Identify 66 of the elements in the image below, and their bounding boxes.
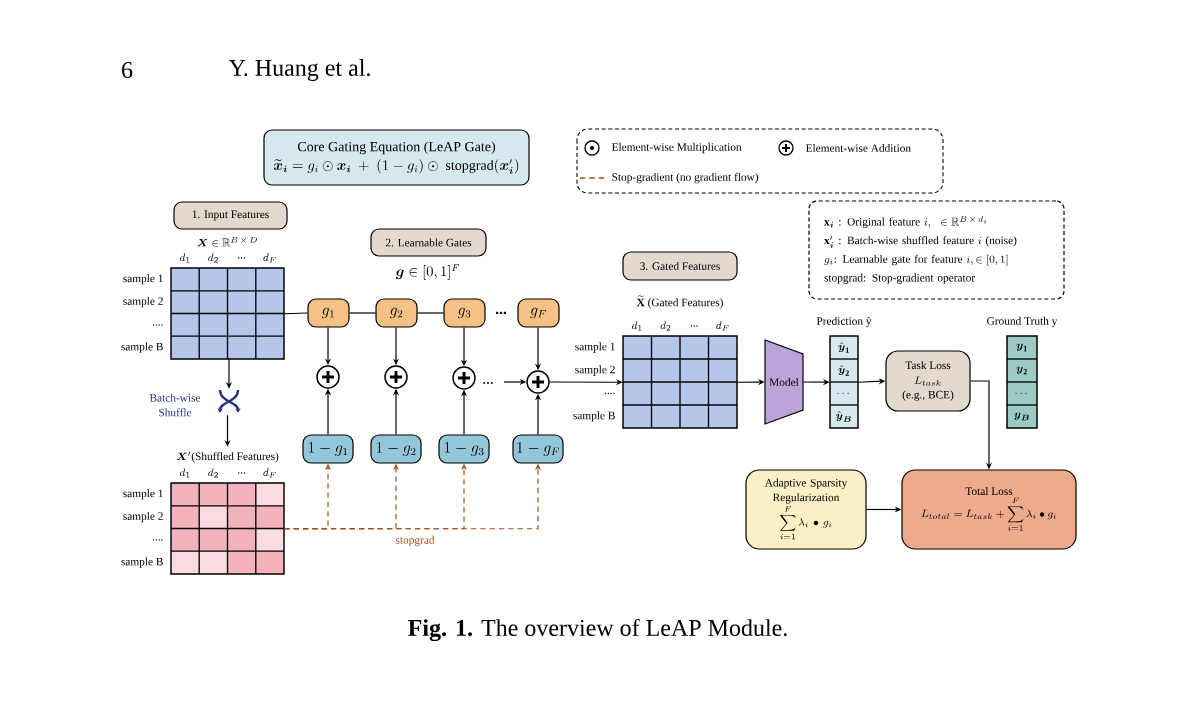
column-label: $d_F$	[263, 468, 276, 478]
column-label: $d_F$	[716, 321, 729, 331]
column-label: ...	[690, 325, 698, 327]
column-label: ...	[238, 257, 246, 259]
ellipsis: ...	[495, 311, 507, 315]
column-label: $d_1$	[631, 321, 642, 331]
column-label: $d_1$	[179, 468, 190, 478]
column-label: $d_F$	[263, 253, 276, 263]
row-label: sample 1	[123, 274, 163, 285]
complement-box: $1-g_2$	[370, 434, 422, 464]
gate-box: $g_3$	[443, 298, 486, 328]
row-label: sample B	[121, 342, 163, 353]
gate-box: $g_2$	[375, 298, 418, 328]
connector-line	[417, 312, 444, 314]
loss-box: Task Loss $L_{task}$ (e.g., BCE)	[885, 350, 971, 412]
total-loss-box: Total Loss $L_{total} = L_{task} + \sum_{i=1}^{F}\lambda_i\bullet g_i$	[901, 469, 1077, 550]
matrix-heading: $\boldsymbol{X}'\text{(Shuffled Features)}$	[176, 451, 279, 463]
ellipsis: ...	[483, 382, 493, 384]
column-label: $d_1$	[179, 253, 190, 263]
complement-box: $1-g_3$	[438, 434, 490, 464]
figure-caption: Fig. 1. The overview of LeAP Module.	[408, 618, 787, 642]
prediction-vector: $\hat{\boldsymbol{y}}_{\mathbf{1}}$ $\hat{\boldsymbol{y}}_{\mathbf{2}}$ $\cdots$ $\hat{\boldsymbol{y}}_{\boldsymbol{B}}$	[829, 335, 859, 429]
addition-symbol	[316, 365, 340, 389]
row-label: sample B	[121, 557, 163, 568]
row-label: sample 2	[575, 365, 615, 376]
legend-entry: Stop-gradient (no gradient flow)	[579, 172, 759, 184]
column-label: $d_2$	[660, 321, 671, 331]
row-label: sample 1	[575, 342, 615, 353]
matrix-heading: $\widetilde{\mathbf{X}}\ \text{(Gated Features)}$	[636, 295, 723, 309]
complement-box: $1-g_1$	[302, 434, 354, 464]
legend-entry: Element-wise Multiplication	[584, 140, 742, 156]
vector-heading: $\text{Prediction }\hat{\mathrm{y}}$	[816, 316, 872, 328]
column-label: $d_2$	[208, 253, 218, 263]
model-trapezoid: Model	[764, 339, 804, 425]
regularization-box: Adaptive Sparsity Regularization $\sum_{i=1}^{F}\lambda_i\bullet g_i$	[745, 469, 867, 550]
row-label: sample B	[573, 411, 615, 422]
addition-symbol	[452, 366, 476, 390]
step-box: 3. Gated Features	[622, 251, 738, 281]
vector-heading: $\text{Ground Truth }\mathrm{y}$	[987, 316, 1058, 328]
row-label: ....	[604, 392, 615, 395]
row-label: sample 2	[123, 296, 163, 308]
step-box: 1. Input Features	[173, 201, 288, 230]
gate-box: $g_1$	[307, 298, 350, 328]
page-header: 6	[122, 61, 133, 79]
page-header: Y. Huang et al.	[228, 59, 370, 81]
row-label: ....	[152, 324, 163, 326]
matrix-heading: $\boldsymbol{X}\in\mathbb{R}^{B\,\times\, D}$	[197, 237, 257, 247]
connector-line	[349, 312, 376, 314]
ground-truth-vector: $\boldsymbol{y}_{\mathbf{1}}$ $\boldsymbol{y}_{\mathbf{2}}$ $\cdots$ $\boldsymbol{y}_{\boldsymbol{B}}$	[1006, 335, 1038, 429]
addition-symbol	[384, 365, 408, 389]
column-label: ...	[238, 472, 246, 474]
complement-box: $1-g_F$	[512, 434, 564, 464]
connector-line	[283, 312, 308, 315]
addition-symbol	[526, 370, 550, 394]
gate-box: $g_F$	[517, 298, 560, 328]
notation-box: $\mathbf{x}_{\boldsymbol{i}}\text{ : Original feature } i,\ \ \in \mathbb{R}^{B\,\times\, d_i}$ $\mathbf{x}'_{\boldsymbol{i}}\text{ : Batch-wise shuffled feature } i\text{ (noise)}$ $g_i\text{: Learnable gate for feature } i, \in [0,1]$ stopgrad: Stop-gradient operator	[808, 200, 1065, 300]
row-label: ....	[152, 539, 163, 541]
formula-label: $\boldsymbol{g}\in[0,1]^{F}$	[395, 264, 460, 280]
edge-label: stopgrad	[394, 534, 436, 548]
row-label: sample 2	[123, 511, 163, 523]
column-label: $d_2$	[208, 468, 218, 478]
legend-entry: Element-wise Addition	[778, 140, 911, 156]
step-box: 2. Learnable Gates	[370, 228, 487, 257]
row-label: sample 1	[123, 489, 163, 500]
equation-box: Core Gating Equation (LeAP Gate) $\widetilde{\boldsymbol{x}}_{\boldsymbol{i}} = g_i \odot \boldsymbol{x}_{\boldsymbol{i}} \ + \ (1-g_i)\odot\ \mathrm{stopgrad}(\boldsymbol{x}'_{\boldsymbol{i}})$	[263, 129, 530, 186]
icon-caption: Batch-wise Shuffle	[149, 393, 201, 417]
